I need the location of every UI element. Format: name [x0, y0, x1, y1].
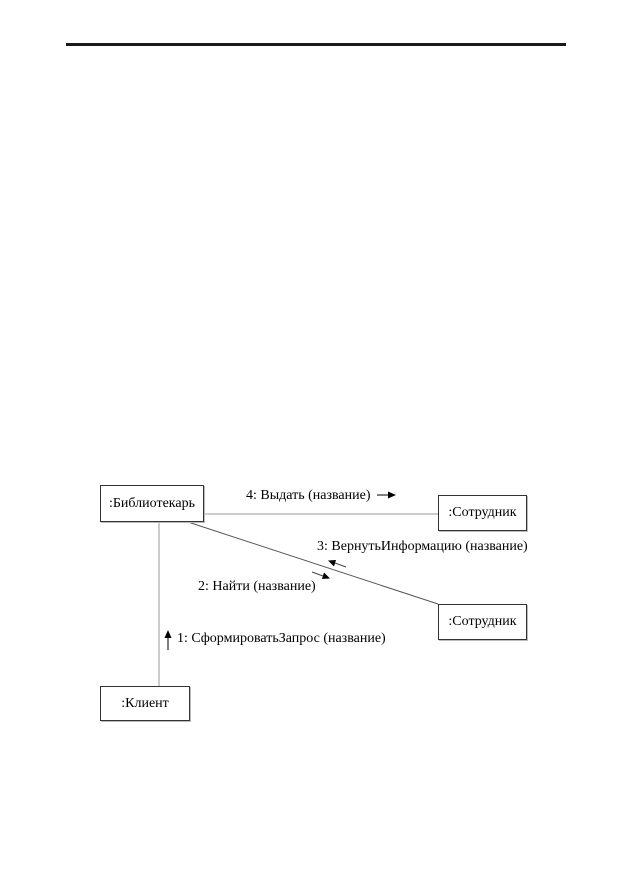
message-1-arrow	[164, 630, 172, 650]
header-rule	[66, 43, 566, 46]
message-4-arrow	[377, 491, 396, 499]
message-1-label: 1: СформироватьЗапрос (название)	[177, 631, 386, 646]
object-employee-bottom: :Сотрудник	[438, 604, 527, 640]
message-4-label: 4: Выдать (название)	[246, 488, 371, 503]
object-client-label: :Клиент	[121, 695, 169, 711]
object-client: :Клиент	[100, 686, 190, 721]
object-employee-bottom-label: :Сотрудник	[448, 614, 517, 629]
object-librarian-label: :Библиотекарь	[108, 495, 195, 511]
object-employee-top: :Сотрудник	[438, 495, 527, 531]
link-librarian-employee-bottom	[187, 521, 439, 605]
object-librarian: :Библиотекарь	[100, 485, 204, 522]
message-2-arrow	[311, 571, 330, 579]
message-3-arrow	[328, 560, 347, 568]
message-2-label: 2: Найти (название)	[198, 579, 316, 594]
object-employee-top-label: :Сотрудник	[448, 505, 517, 520]
message-3-label: 3: ВернутьИнформацию (название)	[317, 539, 528, 554]
